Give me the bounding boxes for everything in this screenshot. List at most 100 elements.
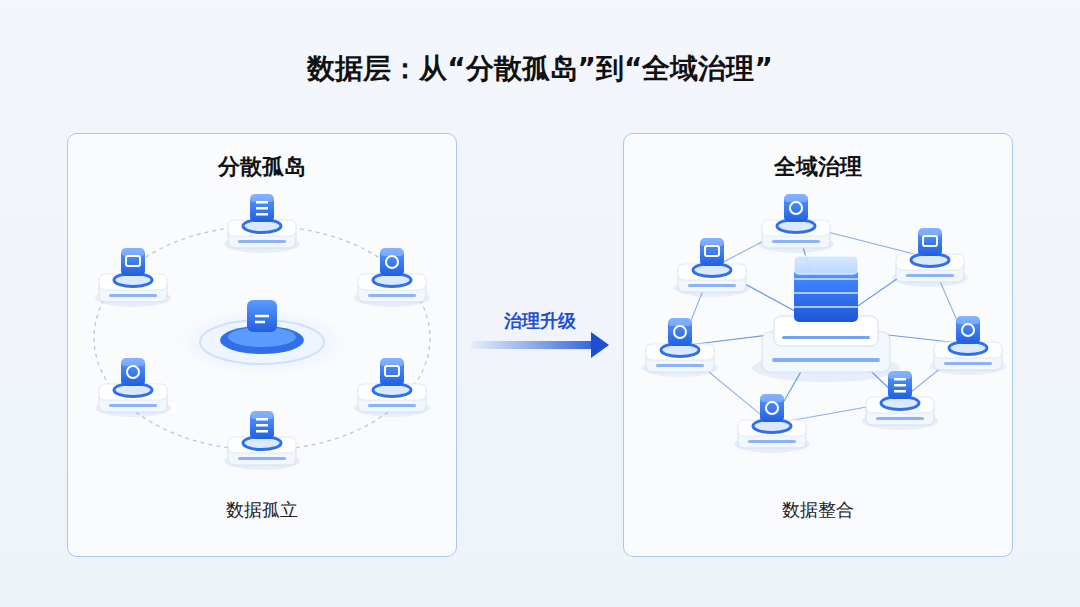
arrow-shaft — [471, 341, 591, 349]
shape — [678, 264, 746, 280]
data-icon — [758, 194, 834, 253]
shape — [794, 278, 858, 280]
shape — [888, 371, 912, 379]
panel-heading: 全域治理 — [624, 152, 1012, 182]
diagram-title: 数据层：从“分散孤岛”到“全域治理” — [0, 50, 1080, 88]
shape — [109, 294, 157, 297]
shape — [255, 316, 269, 322]
shape — [668, 318, 692, 326]
shape — [380, 358, 404, 366]
shape — [688, 284, 736, 287]
shape — [358, 384, 426, 400]
data-icon — [354, 248, 430, 307]
shape — [109, 404, 157, 407]
data-icon — [224, 194, 300, 253]
data-icon — [95, 358, 171, 417]
shape — [738, 420, 806, 436]
shape — [962, 324, 974, 336]
shape — [894, 390, 906, 393]
shape — [256, 201, 268, 204]
shape — [674, 326, 686, 338]
shape — [121, 358, 145, 366]
shape — [772, 358, 880, 362]
arrow-head — [591, 332, 609, 358]
data-icon — [642, 318, 718, 377]
shape — [896, 254, 964, 270]
shape — [748, 440, 796, 443]
shape — [121, 248, 145, 256]
shape — [250, 194, 274, 222]
shape — [256, 418, 268, 421]
shape — [99, 384, 167, 400]
data-icon — [354, 358, 430, 417]
shape — [766, 402, 778, 414]
shape — [888, 371, 912, 399]
shape — [256, 424, 268, 427]
shape — [121, 248, 145, 276]
panel-box: 分散孤岛数据孤立 — [67, 133, 457, 557]
shape — [250, 411, 274, 439]
data-icon — [674, 238, 750, 297]
flow-arrow — [471, 332, 609, 358]
shape — [256, 207, 268, 210]
shape — [918, 228, 942, 256]
shape — [256, 430, 268, 433]
shape — [700, 238, 724, 246]
shape — [256, 213, 268, 216]
data-icon — [892, 228, 968, 287]
shape — [368, 404, 416, 407]
shape — [934, 342, 1002, 358]
shape — [794, 306, 858, 308]
data-icon — [95, 248, 171, 307]
panel-fill — [67, 133, 457, 557]
shape — [956, 316, 980, 344]
shape — [126, 256, 140, 266]
shape — [784, 194, 808, 202]
shape — [760, 394, 784, 422]
data-icon — [734, 394, 810, 453]
icon-group — [95, 194, 1006, 470]
shape — [762, 220, 830, 236]
shape — [794, 256, 858, 274]
shape — [127, 366, 139, 378]
panel-caption: 数据整合 — [624, 498, 1012, 522]
shape — [380, 248, 404, 276]
shape — [794, 292, 858, 294]
shape — [121, 358, 145, 386]
shape — [99, 274, 167, 290]
data-icon — [862, 371, 938, 430]
shape — [228, 437, 296, 453]
shape — [380, 358, 404, 386]
shape — [247, 300, 277, 332]
shape — [386, 256, 398, 268]
shape — [782, 336, 870, 339]
shape — [228, 220, 296, 236]
shape — [358, 274, 426, 290]
shape — [668, 318, 692, 346]
shape — [700, 238, 724, 266]
shape — [956, 316, 980, 324]
shape — [380, 248, 404, 256]
shape — [238, 240, 286, 243]
panel-caption: 数据孤立 — [68, 498, 456, 522]
shape — [705, 246, 719, 256]
shape — [368, 294, 416, 297]
shape — [784, 194, 808, 222]
panel-fill — [623, 133, 1013, 557]
panel-heading: 分散孤岛 — [68, 152, 456, 182]
shape — [866, 397, 934, 413]
shape — [760, 394, 784, 402]
shape — [250, 194, 274, 202]
shape — [918, 228, 942, 236]
shape — [894, 378, 906, 381]
shape — [906, 274, 954, 277]
shape — [923, 236, 937, 246]
shape — [876, 417, 924, 420]
shape — [772, 240, 820, 243]
shape — [646, 344, 714, 360]
panel-box: 全域治理数据整合 — [623, 133, 1013, 557]
orbit-ring — [94, 226, 430, 450]
shape — [794, 256, 858, 322]
shape — [385, 366, 399, 376]
